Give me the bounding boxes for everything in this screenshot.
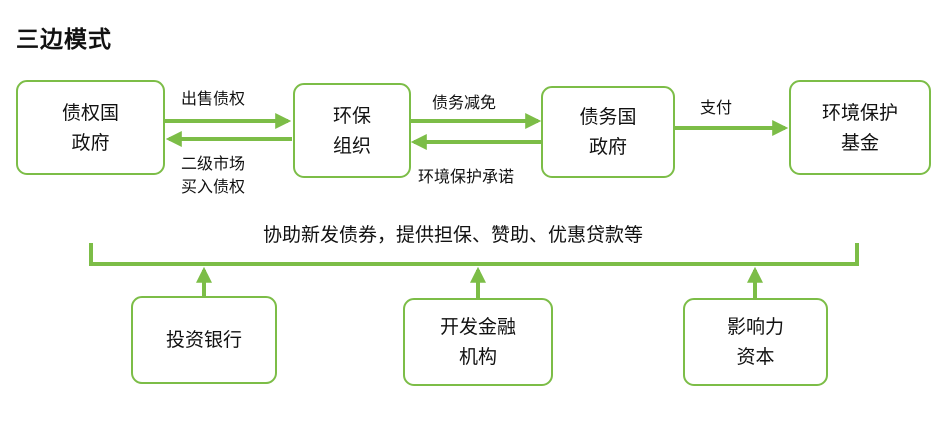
node-line: 政府 [71,131,110,154]
node-line: 政府 [588,136,627,158]
label-sell-debt: 出售债权 [181,89,246,108]
node-line: 开发金融 [439,316,516,338]
node-line: 影响力 [726,316,784,338]
label-support: 协助新发债券，提供担保、赞助、优惠贷款等 [263,224,644,246]
label-payment: 支付 [700,98,733,117]
node-line: 环境保护 [821,101,898,124]
node-line: 环保 [332,104,371,127]
node-line: 组织 [332,134,371,157]
label-buy-secondary-2: 买入债权 [181,177,246,196]
node-line: 投资银行 [165,329,242,351]
label-buy-secondary-1: 二级市场 [181,154,246,173]
node-creditor-government: 债权国 政府 [16,80,165,175]
node-debtor-government: 债务国 政府 [541,86,675,178]
node-investment-bank: 投资银行 [131,296,277,384]
node-line: 债权国 [61,101,119,124]
node-line: 债务国 [579,106,637,128]
node-environmental-organization: 环保 组织 [293,83,411,178]
node-line: 机构 [458,346,497,368]
node-impact-capital: 影响力 资本 [683,298,828,386]
node-line: 资本 [736,346,775,368]
diagram-title: 三边模式 [16,27,112,53]
label-env-commitment: 环境保护承诺 [418,167,515,186]
support-bracket [89,243,859,266]
node-line: 基金 [840,131,879,154]
node-environmental-fund: 环境保护 基金 [789,80,931,175]
node-development-finance: 开发金融 机构 [403,298,553,386]
label-debt-relief: 债务减免 [432,93,497,112]
